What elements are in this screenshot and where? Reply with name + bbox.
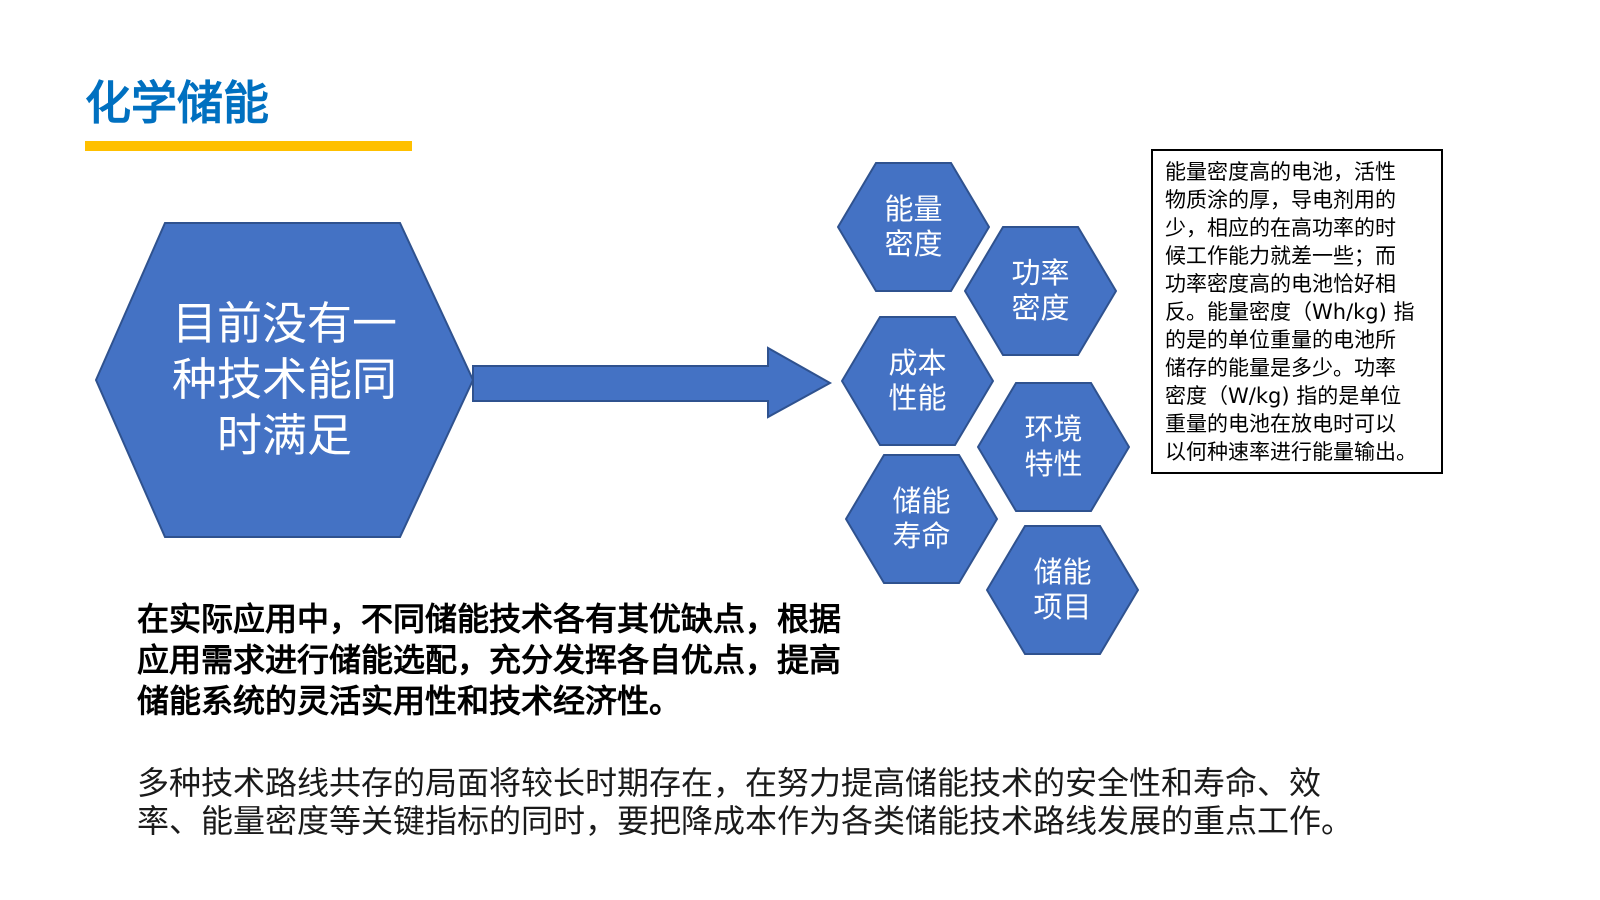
bold-summary-paragraph: 在实际应用中，不同储能技术各有其优缺点，根据 应用需求进行储能选配，充分发挥各自… bbox=[137, 599, 841, 722]
hexagon-shape bbox=[964, 226, 1117, 356]
main-hexagon-label: 目前没有一 种技术能同 时满足 bbox=[95, 222, 474, 538]
hex-label-line: 项目 bbox=[1033, 590, 1092, 624]
note-line: 的是的单位重量的电池所 bbox=[1165, 328, 1396, 352]
hex-label-line: 密度 bbox=[1011, 291, 1070, 325]
hex-label: 功率 密度 bbox=[964, 226, 1117, 356]
main-hexagon-line: 时满足 bbox=[216, 409, 352, 462]
main-hexagon-line: 目前没有一 bbox=[171, 297, 397, 350]
hexagon-shape bbox=[986, 525, 1139, 655]
hexagon-shape bbox=[841, 316, 994, 446]
hex-label: 储能 项目 bbox=[986, 525, 1139, 655]
note-line: 重量的电池在放电时可以 bbox=[1165, 412, 1396, 436]
hex-label-line: 密度 bbox=[884, 227, 943, 261]
note-line: 候工作能力就差一些；而 bbox=[1165, 244, 1396, 268]
hex-label: 环境 特性 bbox=[977, 382, 1130, 512]
hex-cost-performance: 成本 性能 bbox=[841, 316, 994, 446]
hex-label: 储能 寿命 bbox=[845, 454, 998, 584]
hexagon-shape bbox=[837, 162, 990, 292]
main-hexagon: 目前没有一 种技术能同 时满足 bbox=[95, 222, 474, 538]
note-line: 反。能量密度（Wh/kg) 指 bbox=[1165, 300, 1415, 324]
hex-label: 成本 性能 bbox=[841, 316, 994, 446]
hex-label-line: 储能 bbox=[1033, 555, 1092, 589]
hex-label-line: 寿命 bbox=[892, 519, 951, 553]
note-line: 少，相应的在高功率的时 bbox=[1165, 216, 1396, 240]
slide-title: 化学储能 bbox=[85, 76, 269, 130]
note-line: 能量密度高的电池，活性 bbox=[1165, 160, 1396, 184]
paragraph-line: 在实际应用中，不同储能技术各有其优缺点，根据 bbox=[137, 600, 842, 638]
hex-label-line: 储能 bbox=[892, 484, 951, 518]
note-line: 以何种速率进行能量输出。 bbox=[1165, 440, 1417, 464]
hex-label: 能量 密度 bbox=[837, 162, 990, 292]
hex-environmental-characteristics: 环境 特性 bbox=[977, 382, 1130, 512]
hex-energy-density: 能量 密度 bbox=[837, 162, 990, 292]
hexagon-shape bbox=[977, 382, 1130, 512]
hex-label-line: 能量 bbox=[884, 192, 943, 226]
hex-label-line: 特性 bbox=[1024, 447, 1083, 481]
paragraph-line: 储能系统的灵活实用性和技术经济性。 bbox=[137, 682, 682, 720]
paragraph-line: 率、能量密度等关键指标的同时，要把降成本作为各类储能技术路线发展的重点工作。 bbox=[137, 802, 1354, 840]
note-line: 储存的能量是多少。功率 bbox=[1165, 356, 1396, 380]
explanation-text-box: 能量密度高的电池，活性 物质涂的厚，导电剂用的 少，相应的在高功率的时 候工作能… bbox=[1151, 149, 1443, 474]
body-paragraph: 多种技术路线共存的局面将较长时期存在，在努力提高储能技术的安全性和寿命、效 率、… bbox=[137, 764, 1353, 840]
right-arrow bbox=[472, 346, 833, 419]
main-hexagon-line: 种技术能同 bbox=[171, 353, 397, 406]
hex-label-line: 成本 bbox=[888, 346, 947, 380]
hex-power-density: 功率 密度 bbox=[964, 226, 1117, 356]
hex-label-line: 性能 bbox=[888, 381, 947, 415]
note-line: 功率密度高的电池恰好相 bbox=[1165, 272, 1396, 296]
note-line: 物质涂的厚，导电剂用的 bbox=[1165, 188, 1396, 212]
hexagon-shape bbox=[845, 454, 998, 584]
paragraph-line: 应用需求进行储能选配，充分发挥各自优点，提高 bbox=[137, 641, 842, 679]
hex-storage-project: 储能 项目 bbox=[986, 525, 1139, 655]
hex-label-line: 功率 bbox=[1011, 256, 1070, 290]
note-line: 密度（W/kg) 指的是单位 bbox=[1165, 384, 1402, 408]
paragraph-line: 多种技术路线共存的局面将较长时期存在，在努力提高储能技术的安全性和寿命、效 bbox=[137, 764, 1322, 802]
hex-storage-lifetime: 储能 寿命 bbox=[845, 454, 998, 584]
hex-label-line: 环境 bbox=[1024, 412, 1083, 446]
title-underline-bar bbox=[85, 141, 412, 151]
